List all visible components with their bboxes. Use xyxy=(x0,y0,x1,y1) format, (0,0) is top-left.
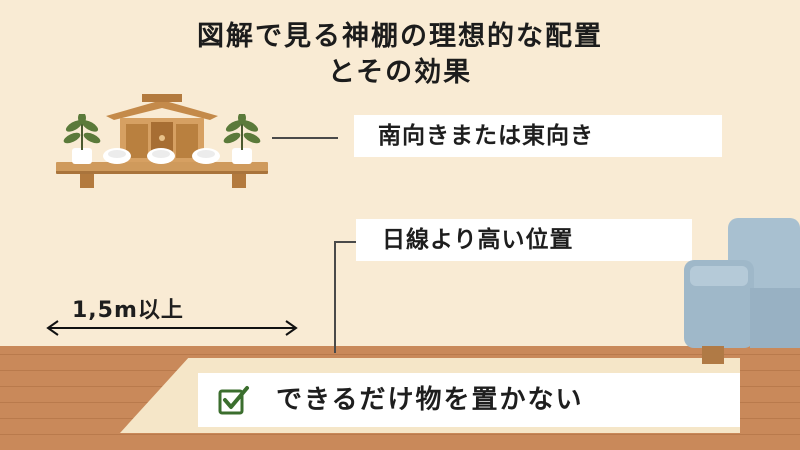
shelf-bracket-left xyxy=(80,174,94,188)
height-leader-line-horizontal xyxy=(334,241,356,243)
offering-icon xyxy=(147,148,175,164)
double-arrow-icon xyxy=(46,320,298,336)
shelf-bracket-right xyxy=(232,174,246,188)
sofa-icon xyxy=(684,218,800,364)
page-title-line-1: 図解で見る神棚の理想的な配置 xyxy=(197,21,603,52)
offering-icon xyxy=(103,148,131,164)
height-leader-line-vertical xyxy=(334,241,336,353)
clearance-callout: できるだけ物を置かない xyxy=(198,373,740,427)
offering-icon xyxy=(192,148,220,164)
direction-callout: 南向きまたは東向き xyxy=(354,115,722,157)
height-callout: 日線より高い位置 xyxy=(356,219,692,261)
checkbox-check-icon xyxy=(218,386,249,415)
sakaki-branch-icon xyxy=(223,114,261,164)
direction-leader-line xyxy=(272,137,338,139)
shrine-shelf xyxy=(56,162,268,174)
width-label: 1,5m以上 xyxy=(72,298,184,323)
sakaki-branch-icon xyxy=(63,114,101,164)
page-title-line-2: とその効果 xyxy=(327,57,473,88)
